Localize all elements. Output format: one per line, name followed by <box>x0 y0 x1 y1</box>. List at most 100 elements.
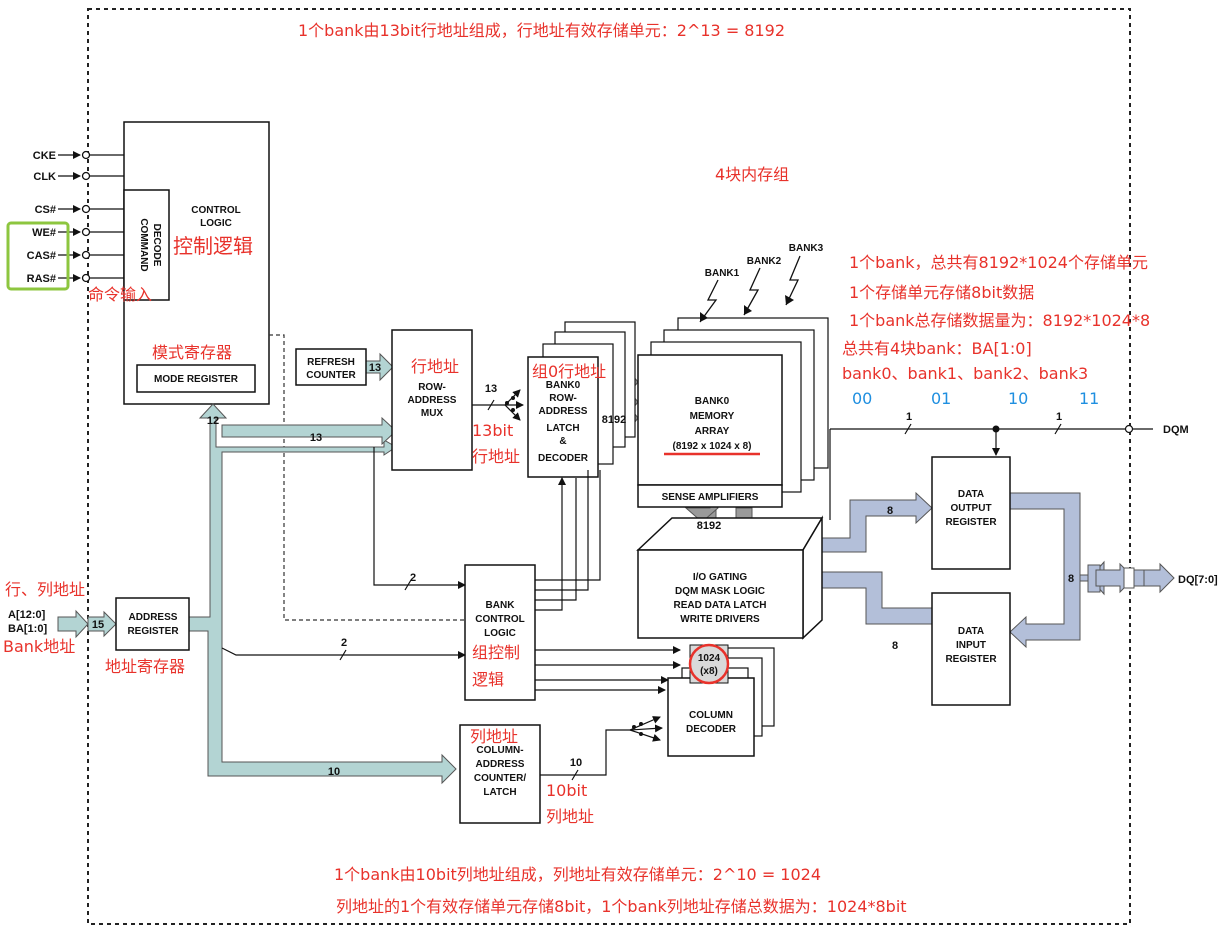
annotation-bank-ctrl-2: 逻辑 <box>472 670 504 689</box>
bus-8192-sense: 8192 <box>697 520 721 532</box>
column-cells-highlight <box>688 643 730 685</box>
latch-text-3: ADDRESS <box>539 406 588 417</box>
annotation-row-col-addr: 行、列地址 <box>5 580 85 599</box>
annotation-col-summary1: 1个bank由10bit列地址组成，列地址有效存储单元：2^10 = 1024 <box>334 865 821 884</box>
col-cells-text-2: (x8) <box>700 666 718 677</box>
refresh-counter-block <box>295 348 367 386</box>
bus-15: 15 <box>92 619 104 631</box>
data-out-text-1: DATA <box>958 489 984 500</box>
addr-reg-text-1: ADDRESS <box>129 612 178 623</box>
mode-register-text: MODE REGISTER <box>154 374 239 385</box>
latch-text-1: BANK0 <box>546 380 581 391</box>
dq-bus <box>802 491 1175 649</box>
annotation-bank0-row: 组0行地址 <box>532 362 606 381</box>
pin-dq: DQ[7:0] <box>1178 574 1218 586</box>
bus-8-out: 8 <box>887 505 893 517</box>
bus-10-col: 10 <box>570 757 582 769</box>
annotation-bank-info3: 1个bank总存储数据量为：8192*1024*8 <box>849 311 1150 330</box>
annotation-bank-ctrl-1: 组控制 <box>472 643 520 662</box>
bus-ticks <box>339 399 1062 781</box>
annotation-command-input: 命令输入 <box>88 285 152 304</box>
annotation-bits-00: 00 <box>852 389 872 408</box>
control-logic-text-2: LOGIC <box>200 218 232 229</box>
dq-bus-gap <box>1123 567 1135 589</box>
bank0-row-latch-block <box>527 356 599 478</box>
row-mux-text-1: ROW- <box>418 382 446 393</box>
annotation-bank-info1: 1个bank，总共有8192*1024个存储单元 <box>849 253 1148 272</box>
latch-text-6: DECODER <box>538 453 589 464</box>
annotation-col10-line2: 列地址 <box>546 807 594 826</box>
control-logic-text-1: CONTROL <box>191 205 240 216</box>
annotation-row13-line1: 13bit <box>472 421 513 440</box>
pin-addr: A[12:0] <box>8 609 46 621</box>
bank-ctrl-text-3: LOGIC <box>484 628 516 639</box>
latch-text-4: LATCH <box>546 423 579 434</box>
annotation-bits-10: 10 <box>1008 389 1028 408</box>
control-dashed-line <box>269 334 465 621</box>
mode-register-block <box>136 364 256 393</box>
command-pins <box>58 150 124 283</box>
command-decode-text-1: COMMAND <box>138 218 149 271</box>
sense-amps-text: SENSE AMPLIFIERS <box>662 492 759 503</box>
bus-13-main: 13 <box>310 432 322 444</box>
col-decoder-text-2: DECODER <box>686 724 737 735</box>
data-out-text-2: OUTPUT <box>950 503 991 514</box>
annotation-four-banks: 4块内存组 <box>715 165 789 184</box>
annotation-control-logic: 控制逻辑 <box>173 234 253 258</box>
refresh-text-2: COUNTER <box>306 370 356 381</box>
io-text-3: READ DATA LATCH <box>674 600 767 611</box>
bank-arrows <box>699 255 801 323</box>
column-address-counter-block <box>459 724 541 824</box>
bus-1-left: 1 <box>906 411 912 423</box>
io-text-4: WRITE DRIVERS <box>680 614 760 625</box>
col-cells-text-1: 1024 <box>698 653 721 664</box>
data-output-register-block <box>931 456 1011 570</box>
io-gating-block <box>637 549 804 639</box>
col-counter-text-1: COLUMN- <box>476 745 523 756</box>
annotation-col-addr: 列地址 <box>470 727 518 746</box>
annotation-col-summary2: 列地址的1个有效存储单元存储8bit，1个bank列地址存储总数据为：1024*… <box>336 897 907 916</box>
col-counter-text-3: COUNTER/ <box>474 773 526 784</box>
bus-13-refresh: 13 <box>369 362 381 374</box>
latch-text-5: & <box>559 436 566 447</box>
bus-8192-latch: 8192 <box>602 414 626 426</box>
bank1-label: BANK1 <box>705 268 740 279</box>
annotation-bank-info4: 总共有4块bank：BA[1:0] <box>842 339 1032 358</box>
bus-12: 12 <box>207 415 219 427</box>
row-address-mux-block <box>391 329 473 471</box>
bank0-text-3: ARRAY <box>695 426 730 437</box>
io-gating-top <box>636 517 824 551</box>
bus-2-mid: 2 <box>341 637 347 649</box>
bus-2-top: 2 <box>410 572 416 584</box>
col-decoder-text-1: COLUMN <box>689 710 733 721</box>
command-decode-block <box>123 189 170 301</box>
signal-lines <box>221 389 1153 776</box>
annotation-row13-line2: 行地址 <box>472 447 520 466</box>
annotation-mode-register: 模式寄存器 <box>152 343 232 362</box>
chip-boundary <box>87 8 1131 925</box>
data-in-text-3: REGISTER <box>945 654 997 665</box>
data-in-text-1: DATA <box>958 626 984 637</box>
dqm-pin <box>1124 424 1134 434</box>
bank0-memory-array <box>637 354 783 486</box>
io-text-1: I/O GATING <box>693 572 747 583</box>
pin-dqm: DQM <box>1163 424 1189 436</box>
bus-10-main: 10 <box>328 766 340 778</box>
pin-cas: CAS# <box>27 250 56 262</box>
annotation-bank-addr: Bank地址 <box>3 637 75 656</box>
bank3-label: BANK3 <box>789 243 824 254</box>
annotation-addr-reg: 地址寄存器 <box>105 657 185 676</box>
col-counter-text-2: ADDRESS <box>476 759 525 770</box>
command-pins-highlight <box>6 221 70 291</box>
bank-control-logic-block <box>464 564 536 701</box>
io-text-2: DQM MASK LOGIC <box>675 586 765 597</box>
address-bus <box>57 352 457 785</box>
command-decode-text-2: DECODE <box>151 224 162 267</box>
annotation-bits-01: 01 <box>931 389 951 408</box>
bank2-label: BANK2 <box>747 256 782 267</box>
bank0-text-2: MEMORY <box>690 411 735 422</box>
bus-8-in: 8 <box>892 640 898 652</box>
row-mux-text-3: MUX <box>421 408 444 419</box>
annotation-col10-line1: 10bit <box>546 781 587 800</box>
